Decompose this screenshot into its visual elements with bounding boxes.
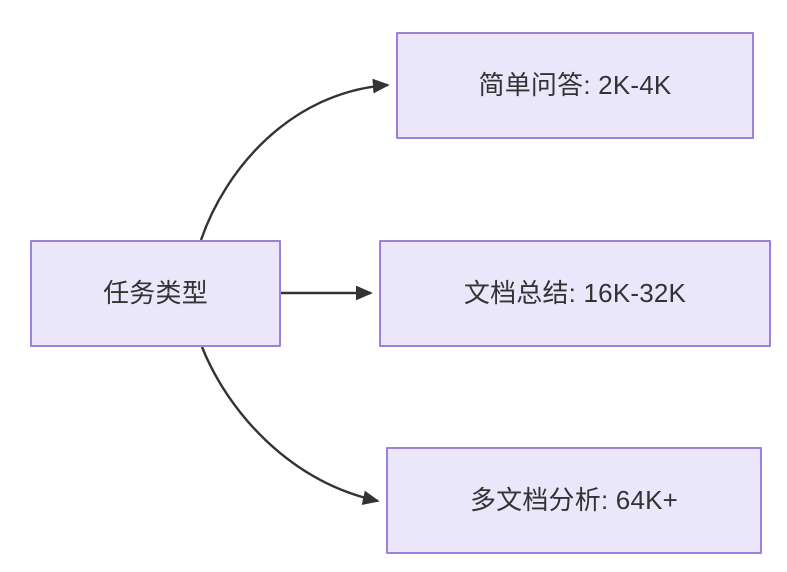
node-task-type[interactable]: 任务类型 [30, 240, 281, 347]
node-simple-qa[interactable]: 简单问答: 2K-4K [396, 32, 754, 139]
node-document-summary-label: 文档总结: 16K-32K [463, 277, 687, 308]
node-document-summary[interactable]: 文档总结: 16K-32K [379, 240, 771, 347]
edge-root-to-multi-doc [200, 346, 380, 506]
node-multi-document-analysis[interactable]: 多文档分析: 64K+ [386, 447, 762, 554]
edge-root-to-simple-qa [199, 78, 390, 241]
node-simple-qa-label: 简单问答: 2K-4K [478, 69, 672, 100]
node-task-type-label: 任务类型 [103, 277, 208, 308]
node-multi-document-analysis-label: 多文档分析: 64K+ [469, 484, 679, 515]
